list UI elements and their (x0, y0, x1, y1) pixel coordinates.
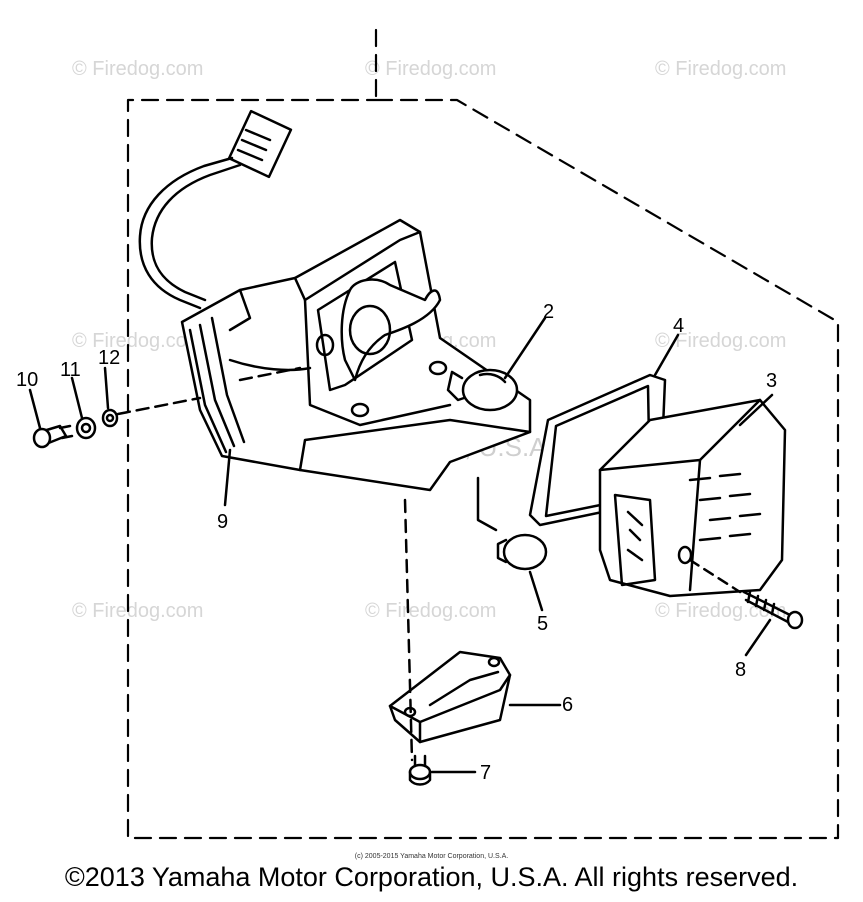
callout-9: 9 (217, 511, 228, 533)
wire-harness (138, 109, 293, 310)
assembly-boundary (126, 28, 840, 840)
watermark: © Firedog.com (655, 58, 787, 80)
watermark: © Firedog.com (655, 330, 787, 352)
leader-8 (744, 618, 772, 657)
leader-11 (70, 376, 84, 420)
leader-5 (528, 570, 544, 612)
leader-3 (738, 393, 774, 427)
callout-6: 6 (562, 694, 573, 716)
license-bulb (476, 476, 548, 571)
leader-4 (653, 333, 680, 377)
watermark: © Firedog.com (72, 330, 204, 352)
license-lamp-cover (388, 650, 512, 744)
mount-bolt (32, 424, 74, 449)
leader-12 (103, 366, 110, 410)
watermark: © Firedog.com (655, 600, 787, 622)
tail-lens (598, 398, 787, 598)
callout-11: 11 (60, 359, 81, 381)
lens-screw (688, 558, 804, 630)
callout-10: 10 (16, 369, 38, 391)
leader-2 (503, 316, 547, 380)
small-copyright: (c) 2005-2015 Yamaha Motor Corporation, … (354, 853, 509, 860)
callout-2: 2 (543, 301, 554, 323)
callout-3: 3 (766, 370, 777, 392)
watermark: © Firedog.com (72, 58, 204, 80)
callout-8: 8 (735, 659, 746, 681)
cover-screw (408, 754, 432, 786)
watermark: © Firedog.com (365, 600, 497, 622)
leader-9 (223, 448, 232, 507)
callout-12: 12 (98, 347, 120, 369)
watermark: © Firedog.com (365, 58, 497, 80)
mount-washer (75, 416, 97, 440)
leader-10 (28, 388, 42, 430)
mount-spacer (101, 408, 119, 428)
callout-7: 7 (480, 762, 491, 784)
bulb-socket (340, 278, 442, 382)
callout-4: 4 (673, 315, 684, 337)
watermark: © Firedog.com (72, 600, 204, 622)
callout-5: 5 (537, 613, 548, 635)
main-copyright: ©2013 Yamaha Motor Corporation, U.S.A. A… (64, 862, 799, 892)
tail-bulb (446, 368, 519, 412)
